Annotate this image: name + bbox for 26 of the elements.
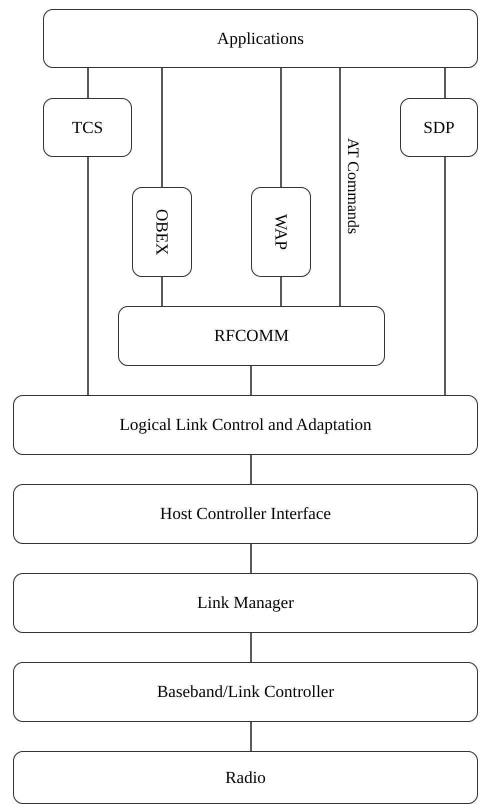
protocol-box: SDP (400, 98, 478, 157)
protocol-box: Link Manager (13, 573, 478, 633)
protocol-box: WAP (251, 187, 311, 277)
connector-line (444, 157, 446, 395)
connector-line (339, 68, 341, 306)
connector-line (87, 157, 89, 395)
protocol-box: OBEX (132, 187, 192, 277)
connector-line (87, 68, 89, 98)
protocol-box: Applications (43, 9, 478, 68)
connector-line (250, 544, 252, 573)
connector-line (280, 277, 282, 306)
protocol-box: Logical Link Control and Adaptation (13, 395, 478, 455)
connector-line (250, 455, 252, 484)
protocol-box: RFCOMM (118, 306, 385, 366)
connector-line (280, 68, 282, 187)
protocol-box: Host Controller Interface (13, 484, 478, 544)
protocol-box: Baseband/Link Controller (13, 662, 478, 722)
protocol-box: Radio (13, 751, 478, 804)
connector-line (250, 633, 252, 662)
connector-line (161, 277, 163, 306)
edge-label: AT Commands (344, 138, 360, 234)
connector-line (444, 68, 446, 98)
connector-line (250, 366, 252, 395)
protocol-box: TCS (43, 98, 132, 157)
connector-line (161, 68, 163, 187)
connector-line (250, 722, 252, 751)
